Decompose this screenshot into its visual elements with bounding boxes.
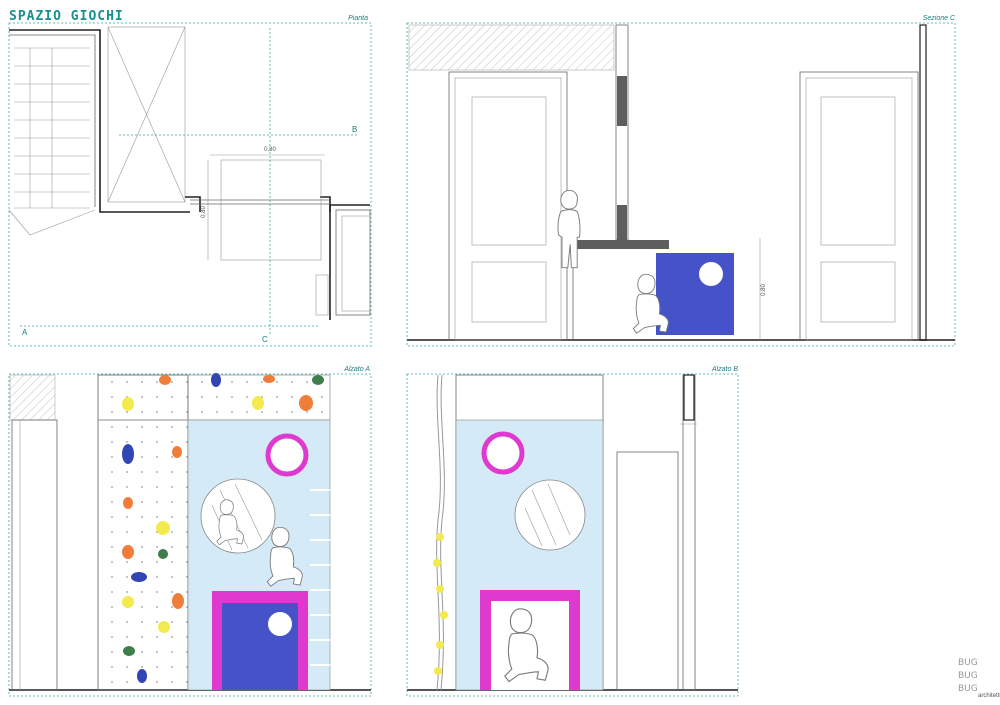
marker-b: B <box>352 125 357 134</box>
panel-pianta-frame <box>8 22 372 347</box>
blue-cube-section <box>656 253 734 335</box>
porthole-window-icon <box>265 433 309 477</box>
porthole-window-icon <box>699 262 723 286</box>
panel-sezione-c-label: Sezione C <box>923 15 956 22</box>
climbing-wall <box>97 419 189 691</box>
cube-plan <box>220 159 322 261</box>
dim-height: 0.80 <box>761 284 767 296</box>
glass-porthole-b <box>514 479 586 551</box>
climbing-hold-icon <box>122 397 134 411</box>
climbing-hold-icon <box>122 545 134 559</box>
porthole-window-icon <box>268 612 292 636</box>
climbing-holds <box>122 373 324 683</box>
wall-beam-lower <box>617 205 627 242</box>
ladder-rungs <box>310 489 330 666</box>
climbing-hold-icon <box>158 549 168 559</box>
climbing-panel-top-left <box>97 374 189 421</box>
panel-alzato-a: Alzato A <box>8 366 372 697</box>
climbing-hold-icon <box>172 446 182 458</box>
panel-alzato-b: Alzato B <box>406 366 739 697</box>
logo-small-text: architettura <box>978 693 1000 699</box>
shelf-section <box>566 240 669 249</box>
panel-alzato-b-frame <box>406 373 739 697</box>
panel-alzato-b-label: Alzato B <box>711 366 738 373</box>
panel-sezione-c-frame <box>406 22 956 347</box>
panel-pianta-label: Pianta <box>348 15 368 22</box>
rope-beads <box>433 533 448 675</box>
stair-plan <box>8 29 190 236</box>
climbing-hold-icon <box>263 375 275 383</box>
climbing-hold-icon <box>172 593 184 609</box>
climbing-hold-icon <box>123 646 135 656</box>
void-cross <box>107 26 186 203</box>
dim-depth: 0.80 <box>201 206 207 218</box>
marker-a: A <box>22 328 28 337</box>
logo-glyph: BUG <box>958 684 978 694</box>
panel-pianta: Pianta <box>8 15 372 347</box>
porthole-window-icon <box>481 431 525 475</box>
studio-logo: BUG BUG BUG architettura <box>958 658 1000 699</box>
panel-sezione-c: Sezione C <box>406 15 956 347</box>
panel-alzato-a-label: Alzato A <box>343 366 370 373</box>
glass-porthole <box>200 478 276 554</box>
wall-beam-upper <box>617 76 627 126</box>
climbing-hold-icon <box>159 375 171 385</box>
climbing-hold-icon <box>299 395 313 411</box>
climbing-hold-icon <box>122 596 134 608</box>
rope-ladder-icon <box>436 374 441 691</box>
marker-c: C <box>262 335 268 344</box>
logo-glyph: BUG <box>958 658 978 668</box>
ceiling-slab <box>408 24 615 71</box>
door-right <box>799 71 919 341</box>
logo-glyph: BUG <box>958 671 978 681</box>
panel-alzato-a-frame <box>8 373 372 697</box>
climbing-hold-icon <box>137 669 147 683</box>
climbing-hold-icon <box>211 373 221 387</box>
climbing-hold-icon <box>122 444 134 464</box>
door-left <box>448 71 568 341</box>
climbing-hold-icon <box>131 572 147 582</box>
sheet-title: SPAZIO GIOCHI <box>9 9 124 24</box>
wardrobe-plan <box>315 204 371 320</box>
climbing-hold-icon <box>123 497 133 509</box>
climbing-hold-icon <box>156 521 170 535</box>
climbing-hold-icon <box>252 396 264 410</box>
climbing-hold-icon <box>158 621 170 633</box>
climbing-hold-icon <box>312 375 324 385</box>
